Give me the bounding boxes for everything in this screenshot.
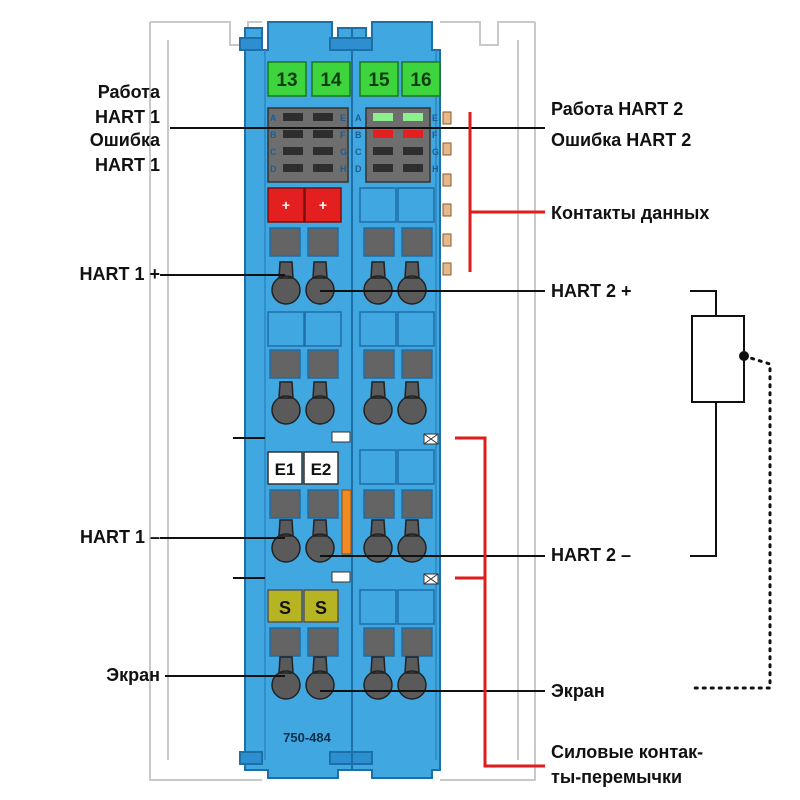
leader-lines: [160, 127, 545, 692]
din-rail-outline: [149, 21, 536, 781]
led-row-a-label: A: [270, 113, 277, 123]
label-hart2-minus: HART 2 –: [551, 545, 632, 565]
led-row-d-label-right: D: [355, 164, 362, 174]
label-shield-right: Экран: [551, 681, 605, 701]
led-row-b-label-right: B: [355, 130, 362, 140]
s-tag-1-text: S: [279, 598, 291, 618]
data-contacts: [442, 111, 452, 276]
label-data-contacts: Контакты данных: [551, 203, 710, 223]
label-error-hart1-line1: Ошибка: [89, 130, 160, 150]
terminal-tag-16-text: 16: [410, 70, 431, 91]
led-panel-left: A B C D: [267, 107, 349, 183]
led-panel-right: A B C D E F G H E F G H: [340, 107, 439, 183]
led-row-f-label: F: [340, 130, 346, 140]
plus-tag-1-text: +: [282, 197, 290, 213]
led-row-d-label: D: [270, 164, 277, 174]
orange-connector: [341, 489, 352, 555]
label-error-hart1-line2: HART 1: [94, 155, 160, 175]
red-brackets: [455, 112, 545, 768]
terminal-tag-15-text: 15: [368, 70, 390, 91]
e1-tag-text: E1: [275, 460, 296, 479]
label-power-jumpers: Силовые контак- ты-перемычки: [551, 740, 703, 790]
plus-tags: + +: [267, 187, 435, 223]
label-hart1-plus: HART 1 +: [79, 264, 160, 284]
label-shield-left: Экран: [106, 665, 160, 685]
led-row-b-label: B: [270, 130, 277, 140]
terminal-tag-13: [267, 61, 307, 97]
led-row-h-label-right: H: [432, 164, 439, 174]
wire-entries: [271, 261, 427, 700]
s-tag-2-text: S: [315, 598, 327, 618]
led-row-e-label: E: [340, 113, 346, 123]
plus-tag-2-text: +: [319, 197, 327, 213]
led-row-h-label: H: [340, 164, 347, 174]
led-row-g-label-right: G: [432, 147, 439, 157]
s-tags: S S: [267, 589, 339, 623]
e2-tag-text: E2: [311, 460, 332, 479]
led-row-e-label-right: E: [432, 113, 438, 123]
terminal-tag-14: [311, 61, 351, 97]
led-row-a-label-right: A: [355, 113, 362, 123]
led-row-f-label-right: F: [432, 130, 438, 140]
label-hart2-plus: HART 2 +: [551, 281, 632, 301]
terminal-tag-14-text: 14: [320, 70, 342, 91]
model-number: 750-484: [283, 730, 331, 745]
label-error-hart2: Ошибка HART 2: [551, 130, 692, 150]
resistor-symbol: [688, 290, 772, 690]
label-work-hart1-line1: Работа: [97, 82, 160, 102]
led-row-c-label: C: [270, 147, 277, 157]
terminal-tag-15: [359, 61, 399, 97]
label-work-hart2: Работа HART 2: [551, 99, 684, 119]
label-hart1-minus: HART 1 –: [79, 527, 160, 547]
jumper-slots: [233, 431, 439, 585]
e-tags: E1 E2: [267, 451, 339, 485]
label-work-hart1-line2: HART 1: [94, 107, 160, 127]
terminal-tag-16: [401, 61, 441, 97]
led-row-c-label-right: C: [355, 147, 362, 157]
terminal-tag-13-text: 13: [276, 70, 297, 91]
label-work-hart1: Работа HART 1: [95, 80, 160, 130]
terminal-tags: 13 14 15 16: [267, 61, 441, 97]
terminal-blocks: [267, 227, 435, 657]
led-row-g-label: G: [340, 147, 347, 157]
label-error-hart1: Ошибка HART 1: [90, 128, 160, 178]
label-power-jumpers-line2: ты-перемычки: [551, 767, 683, 787]
label-power-jumpers-line1: Силовые контак-: [551, 742, 704, 762]
